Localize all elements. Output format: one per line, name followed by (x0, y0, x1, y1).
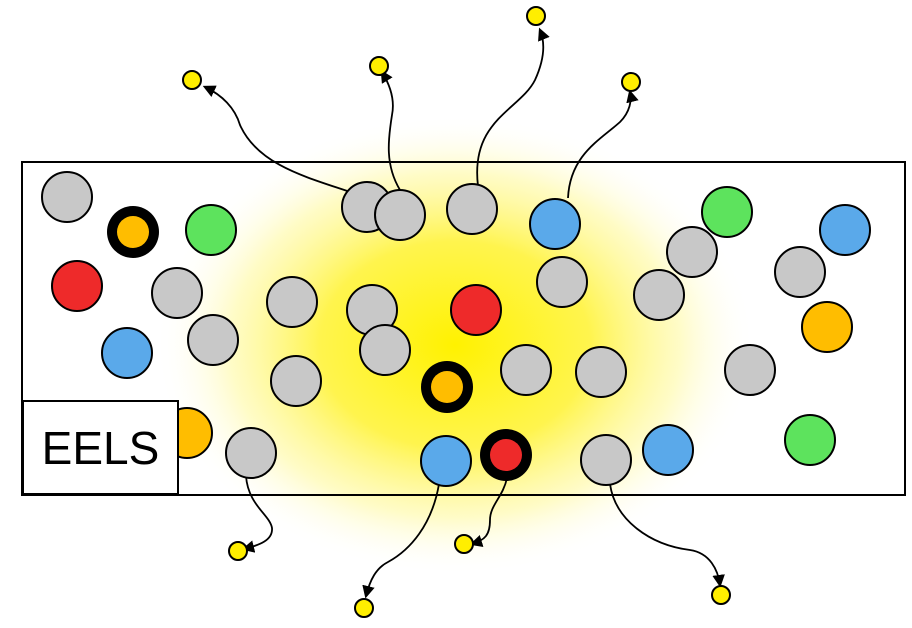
emitted-electron (454, 534, 474, 554)
gray-atom (536, 256, 588, 308)
orange-atom-highlighted (431, 371, 463, 403)
emitted-electron (369, 56, 389, 76)
gray-atom (374, 189, 426, 241)
electrons (182, 6, 731, 618)
green-atom (185, 204, 237, 256)
blue-atom (101, 327, 153, 379)
gray-atom (359, 324, 411, 376)
trajectory-arrow (202, 85, 368, 199)
gray-atom (187, 314, 239, 366)
trajectory-arrow (476, 27, 550, 187)
orange-atom (801, 301, 853, 353)
emitted-electron (228, 541, 248, 561)
electron-trajectories (202, 27, 725, 599)
eels-label: EELS (22, 400, 179, 495)
emitted-electron (526, 6, 546, 26)
gray-atom (575, 346, 627, 398)
green-atom (701, 186, 753, 238)
red-atom (450, 284, 502, 336)
red-atom (51, 260, 103, 312)
trajectory-arrow (469, 477, 508, 548)
gray-atom (270, 355, 322, 407)
gray-atom (633, 269, 685, 321)
gray-atom (266, 276, 318, 328)
beam-glow (155, 115, 755, 575)
sample-box (21, 161, 906, 496)
gray-atom (151, 267, 203, 319)
trajectory-arrow (567, 89, 639, 199)
trajectory-arrow (609, 483, 725, 588)
trajectory-arrow (362, 483, 440, 599)
trajectory-arrow (380, 69, 401, 191)
blue-atom (819, 204, 871, 256)
blue-atom (529, 198, 581, 250)
gray-atom (580, 434, 632, 486)
gray-atom (446, 183, 498, 235)
emitted-electron (182, 70, 202, 90)
gray-atom (774, 246, 826, 298)
emitted-electron (711, 585, 731, 605)
gray-atom (666, 226, 718, 278)
gray-atom (41, 171, 93, 223)
atoms (41, 171, 871, 487)
red-atom-highlighted (490, 439, 522, 471)
gray-atom (500, 344, 552, 396)
blue-atom (420, 435, 472, 487)
blue-atom (642, 424, 694, 476)
emitted-electron (621, 72, 641, 92)
emitted-electron (354, 598, 374, 618)
gray-atom (724, 344, 776, 396)
trajectory-arrow (241, 475, 273, 553)
orange-atom-highlighted (117, 216, 149, 248)
green-atom (784, 414, 836, 466)
gray-atom (225, 427, 277, 479)
